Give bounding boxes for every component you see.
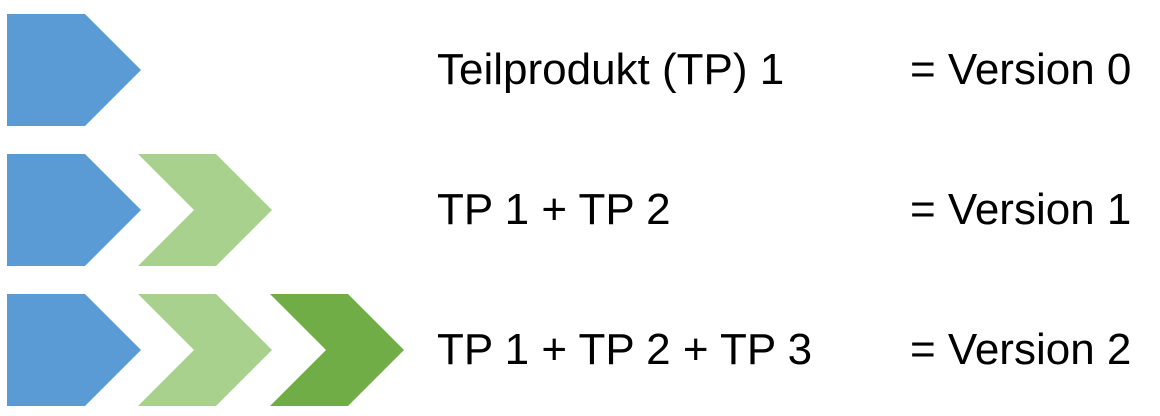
tp1-block-shape bbox=[7, 294, 141, 406]
formula-text: Teilprodukt (TP) 1 bbox=[437, 45, 785, 94]
chevron-group-1 bbox=[7, 154, 272, 266]
chevron-group-2 bbox=[7, 294, 404, 406]
version-row-1: TP 1 + TP 2 = Version 1 bbox=[0, 154, 1160, 266]
tp1-block-shape bbox=[7, 14, 141, 126]
tp1-block-shape bbox=[7, 154, 141, 266]
version-label: = Version 1 bbox=[910, 185, 1132, 234]
tp2-chevron-shape bbox=[138, 154, 272, 266]
version-label: = Version 2 bbox=[910, 325, 1132, 374]
tp2-chevron-shape bbox=[138, 294, 272, 406]
tp3-chevron-shape bbox=[270, 294, 404, 406]
chevron-group-0 bbox=[7, 14, 141, 126]
version-row-2: TP 1 + TP 2 + TP 3 = Version 2 bbox=[0, 294, 1160, 406]
formula-text: TP 1 + TP 2 + TP 3 bbox=[437, 325, 813, 374]
formula-text: TP 1 + TP 2 bbox=[437, 185, 671, 234]
version-row-0: Teilprodukt (TP) 1 = Version 0 bbox=[0, 14, 1160, 126]
version-label: = Version 0 bbox=[910, 45, 1132, 94]
